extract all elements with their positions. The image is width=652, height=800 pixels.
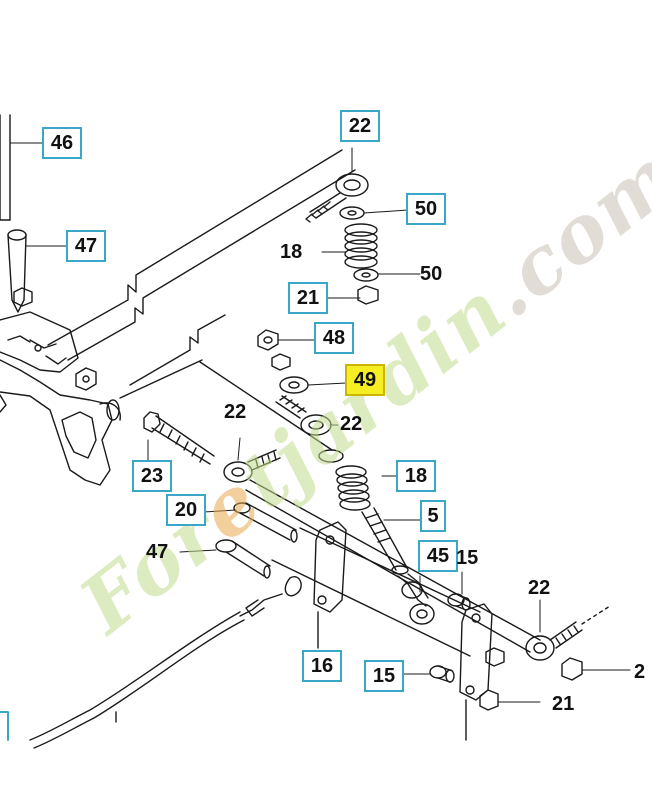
callout-20: 20 [166, 494, 206, 526]
callout-47-top: 47 [66, 230, 106, 262]
callout-15-upper: 15 [456, 547, 479, 569]
link-plate-right [459, 603, 493, 741]
threaded-stub-mid [275, 395, 307, 419]
callout-18-middle: 18 [396, 460, 436, 492]
callout-16: 16 [302, 650, 342, 682]
bolt-23 [143, 411, 215, 465]
bushing-15-lower [429, 665, 455, 683]
callout-22-middle: 22 [340, 413, 363, 435]
eye-left-22 [223, 449, 281, 483]
spring-18-mid [335, 465, 371, 511]
callout-22-right: 22 [528, 577, 551, 599]
callout-50-bottom: 50 [420, 263, 443, 285]
bolt-47-lower [215, 539, 271, 579]
nut-21-top [357, 285, 379, 305]
cable [29, 576, 302, 749]
nut-48-b [271, 353, 291, 371]
washer-mid [318, 449, 344, 463]
callout-46: 46 [42, 127, 82, 159]
bolt-47 [7, 229, 27, 313]
callout-45: 45 [418, 540, 458, 572]
link-plate-16 [313, 521, 347, 649]
bushing-15-upper [447, 593, 471, 611]
nut-2 [561, 657, 583, 681]
shaft-46 [0, 114, 11, 221]
bracket-left [0, 311, 121, 486]
callout-22-left: 22 [224, 401, 247, 423]
callout-47-lower: 47 [146, 541, 169, 563]
nut-top-left [13, 287, 33, 307]
nut-bracket [75, 367, 97, 391]
callout-22-top: 22 [340, 110, 380, 142]
nut-21-bottom [479, 689, 499, 711]
break-lines [47, 149, 356, 451]
callout-23: 23 [132, 460, 172, 492]
callout-48: 48 [314, 322, 354, 354]
eye-bolt-top [305, 173, 369, 223]
leader-lines [9, 142, 631, 703]
callout-5: 5 [420, 500, 446, 532]
eye-right-22 [525, 605, 611, 661]
washer-50-bottom [353, 268, 379, 282]
callout-50-top: 50 [406, 193, 446, 225]
spring-18-top [344, 223, 378, 269]
corner-mark [0, 711, 9, 741]
washer-50-top [339, 206, 365, 220]
callout-21-bottom: 21 [552, 693, 575, 715]
callout-15-lower: 15 [364, 660, 404, 692]
callout-49-highlighted: 49 [345, 364, 385, 396]
bolt-20 [233, 502, 298, 543]
nut-right-plate [485, 647, 505, 667]
nut-48-a [257, 329, 279, 351]
callout-2: 2 [634, 661, 646, 683]
callout-18-top: 18 [280, 241, 303, 263]
callout-21-top: 21 [288, 282, 328, 314]
